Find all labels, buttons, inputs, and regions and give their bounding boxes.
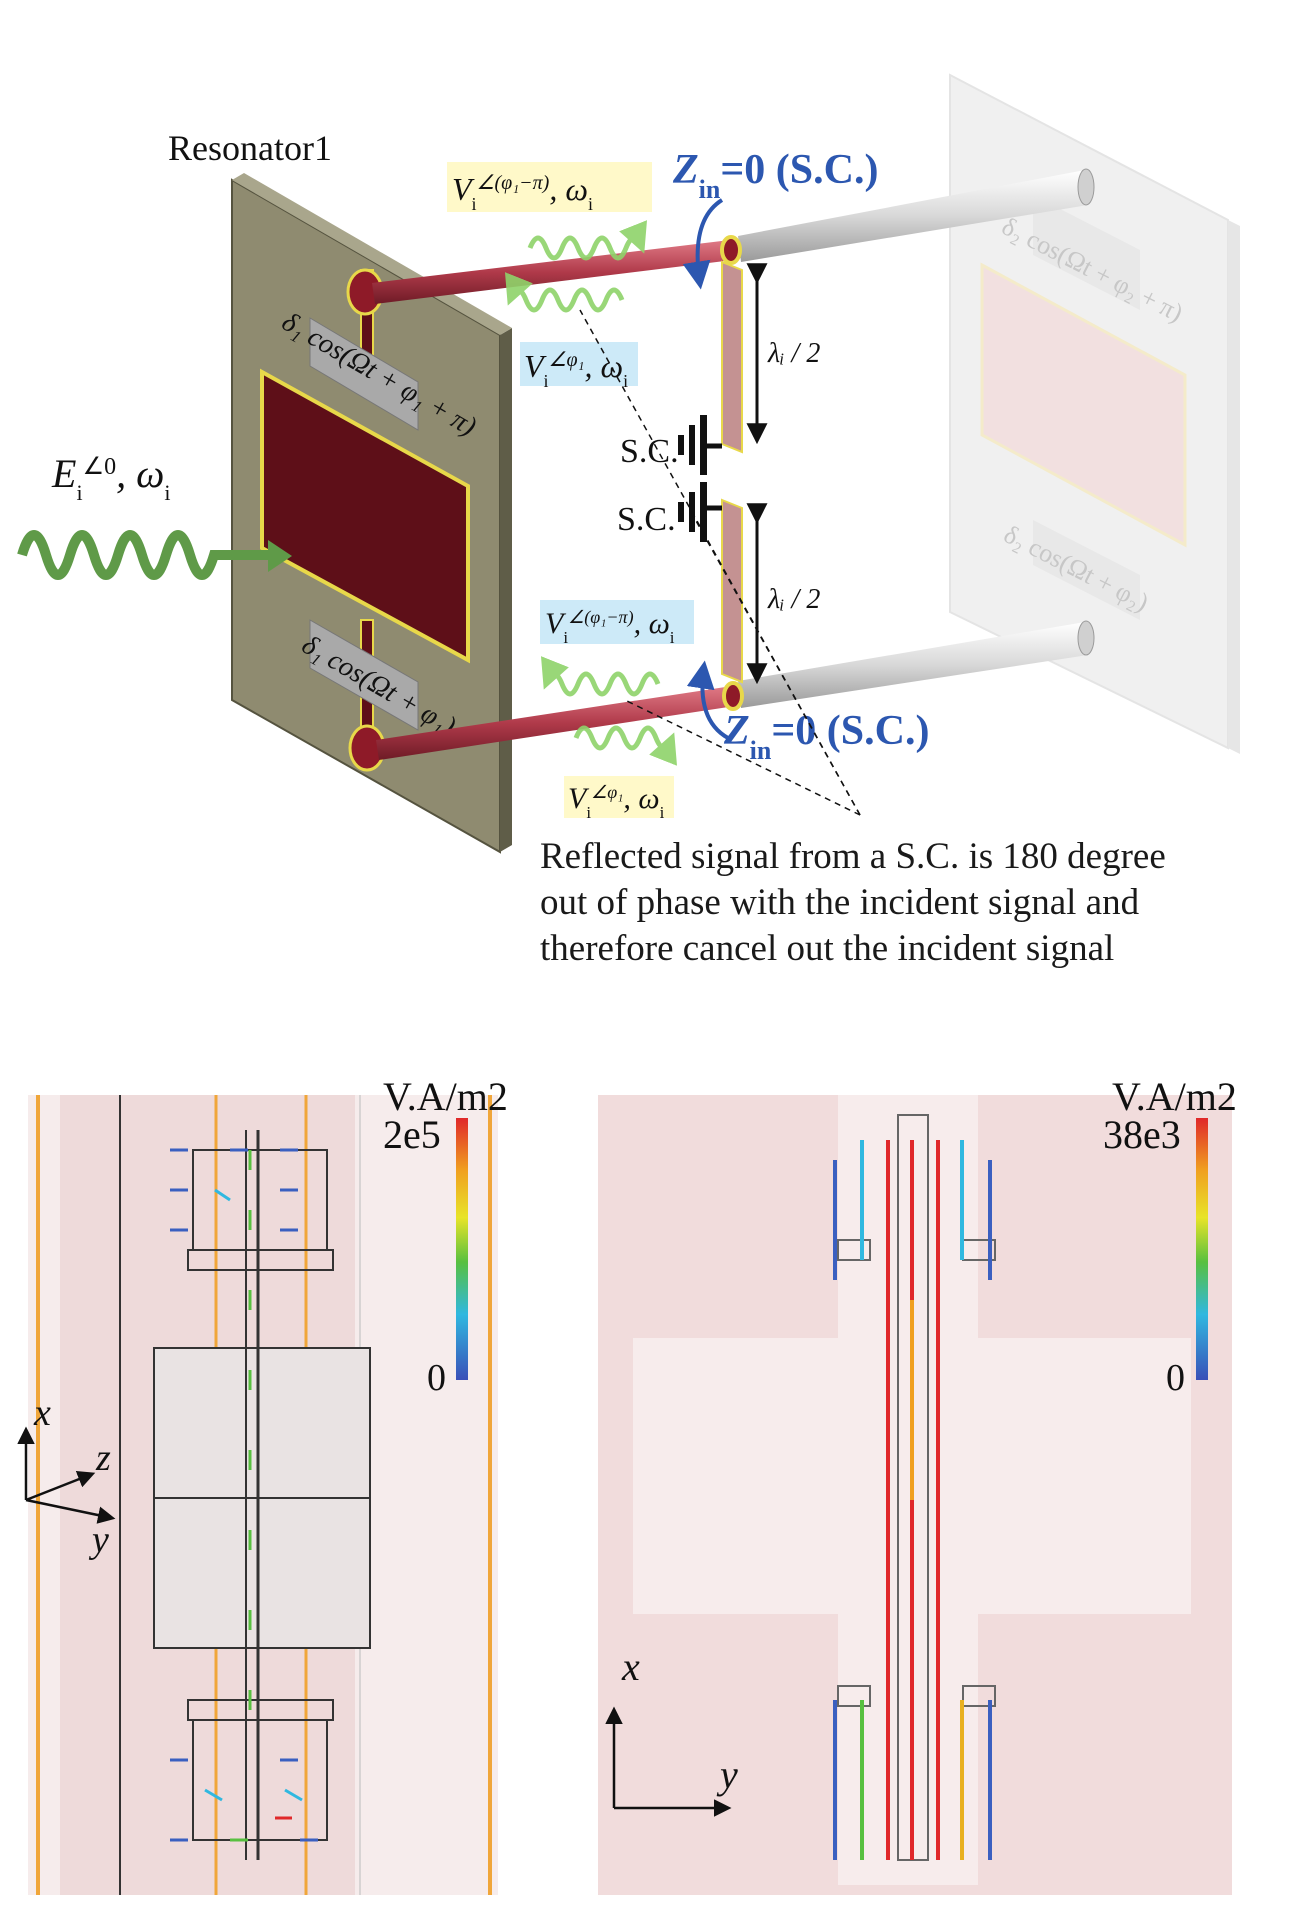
left-axis-y: y: [88, 1519, 109, 1561]
zin-bottom-arrow: [686, 660, 730, 740]
wave-bottom-reflected-sub: i: [563, 628, 568, 647]
zin-bottom-main: Z: [723, 708, 750, 754]
dashed-pointers: [579, 309, 861, 816]
right-axes: [605, 1706, 732, 1817]
incident-field-tail: , ω: [116, 451, 164, 496]
wave-top-incident-symbol: V: [524, 348, 547, 384]
caption-line-2: out of phase with the incident signal an…: [540, 882, 1140, 923]
left-axis-x: x: [33, 1392, 51, 1434]
wave-bottom-incident-sup: ∠φ₁: [591, 782, 623, 802]
half-wave-top-label: λᵢ / 2: [767, 338, 820, 369]
left-field-plot: V.A/m2 2e5 0 x z y: [17, 1074, 508, 1895]
zin-bottom-label: Zin=0 (S.C.): [723, 708, 929, 765]
short-circuit-symbols: [678, 415, 722, 542]
line-waves: [504, 220, 678, 766]
shorted-stubs: [721, 260, 743, 684]
wave-top-reflected-tail: , ω: [549, 171, 588, 207]
resonator-1-label: Resonator1: [168, 128, 332, 168]
wave-top-reflected-tail-sub: i: [588, 194, 593, 214]
resonator-1-patch: [260, 368, 470, 664]
wave-top-incident-tail: , ω: [585, 348, 624, 384]
transmission-line-rods: [372, 235, 744, 760]
incident-field-sub: i: [76, 480, 82, 505]
wave-bottom-reflected-tail: , ω: [634, 607, 670, 640]
sc-bottom-label: S.C.: [617, 501, 676, 538]
right-field-plot: V.A/m2 38e3 0 x y: [598, 1074, 1237, 1895]
wave-bottom-reflected-symbol: V: [545, 607, 567, 640]
resonator-1: δ₁ cos(Ωt + φ₁ + π) δ₁ cos(Ωt + φ₁): [231, 173, 512, 854]
top-diagram: δ₂ cos(Ωt + φ₂ + π) δ₂ cos(Ωt + φ₂) δ₁ c…: [17, 73, 1240, 854]
resonator-2: δ₂ cos(Ωt + φ₂ + π) δ₂ cos(Ωt + φ₂): [949, 73, 1240, 754]
left-colorbar-min: 0: [427, 1357, 446, 1399]
wave-top-reflected-sup: ∠(φ₁−π): [477, 172, 550, 194]
wave-bottom-incident-tail: , ω: [623, 782, 659, 815]
zin-bottom-sub: in: [750, 736, 772, 765]
wave-bottom-reflected-label: Vi∠(φ₁−π), ωi: [545, 607, 675, 647]
incident-field-label: Ei∠0, ωi: [51, 451, 170, 505]
wave-top-incident-sub: i: [544, 371, 549, 391]
zin-top-label: Zin=0 (S.C.): [672, 147, 878, 204]
right-colorbar: [1196, 1118, 1208, 1380]
wave-top-reflected-sub: i: [472, 194, 477, 214]
incident-field-sup: ∠0: [83, 454, 117, 480]
rods-to-resonator-2: [738, 168, 1095, 708]
wave-bottom-incident-tail-sub: i: [660, 803, 665, 822]
zin-top-arrow: [682, 198, 724, 290]
wave-bottom-incident-symbol: V: [568, 782, 590, 815]
right-field-arrows: [833, 1140, 992, 1860]
zin-top-main: Z: [672, 147, 699, 193]
zin-top-sub: in: [699, 175, 721, 204]
right-colorbar-unit: V.A/m2: [1112, 1074, 1237, 1119]
sc-top-label: S.C.: [620, 433, 679, 470]
left-axes: [17, 1426, 116, 1524]
right-axis-x: x: [621, 1644, 640, 1689]
wave-top-incident-sup: ∠φ₁: [549, 349, 585, 371]
incident-field-tail-sub: i: [164, 480, 170, 505]
right-colorbar-max: 38e3: [1103, 1112, 1181, 1157]
wave-bottom-incident-sub: i: [586, 803, 591, 822]
right-axis-y: y: [716, 1752, 738, 1797]
wave-top-incident-label: Vi∠φ₁, ωi: [524, 348, 628, 391]
zin-bottom-rest: =0 (S.C.): [771, 708, 929, 754]
incident-field-symbol: E: [51, 451, 76, 496]
caption-line-1: Reflected signal from a S.C. is 180 degr…: [540, 836, 1166, 877]
wave-top-reflected-symbol: V: [452, 171, 475, 207]
wave-bottom-incident-label: Vi∠φ₁, ωi: [568, 782, 665, 822]
left-axis-z: z: [95, 1437, 111, 1479]
wave-top-incident-tail-sub: i: [623, 371, 628, 391]
wave-bottom-reflected-sup: ∠(φ₁−π): [568, 607, 634, 628]
caption-line-3: therefore cancel out the incident signal: [540, 928, 1115, 969]
wave-top-reflected-label: Vi∠(φ₁−π), ωi: [452, 171, 593, 214]
right-colorbar-min: 0: [1166, 1357, 1185, 1399]
half-wave-bottom-label: λᵢ / 2: [767, 584, 820, 615]
wave-bottom-reflected-tail-sub: i: [670, 628, 675, 647]
zin-top-rest: =0 (S.C.): [720, 147, 878, 193]
left-colorbar: [456, 1118, 468, 1380]
left-colorbar-unit: V.A/m2: [383, 1074, 508, 1119]
left-field-arrows: [170, 1148, 318, 1842]
left-colorbar-max: 2e5: [383, 1112, 441, 1157]
incident-wave: [17, 530, 292, 580]
explanation-caption: Reflected signal from a S.C. is 180 degr…: [540, 834, 1240, 972]
